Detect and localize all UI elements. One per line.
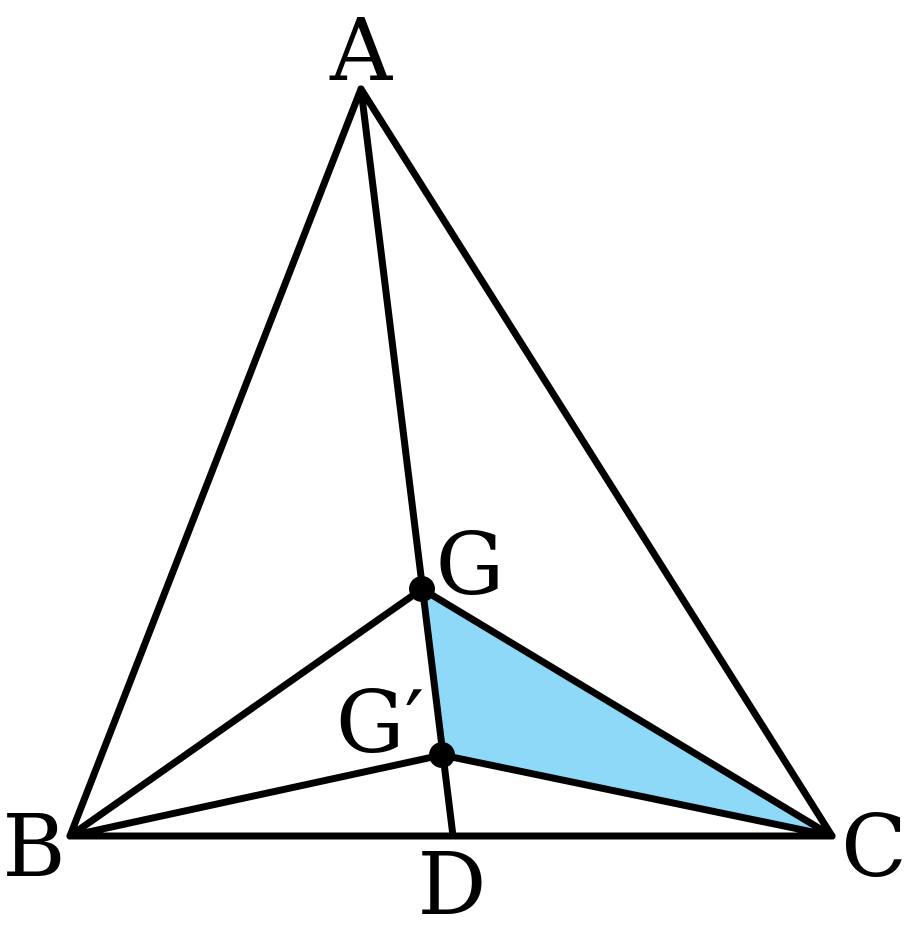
segment-ac	[357, 85, 836, 840]
segment-ad	[357, 85, 457, 840]
label-b: B	[2, 797, 65, 897]
segment-gc	[418, 585, 836, 840]
point-g-prime	[429, 742, 455, 768]
segment-g-prime-c	[438, 751, 836, 840]
label-c: C	[841, 797, 907, 897]
segment-bg	[66, 585, 426, 840]
segment-bg-prime	[66, 751, 446, 840]
label-g-prime: G′	[336, 673, 424, 773]
label-a: A	[329, 1, 393, 101]
label-g: G	[436, 515, 505, 615]
label-d: D	[418, 835, 487, 935]
point-g	[409, 576, 435, 602]
segment-ab	[66, 85, 365, 840]
